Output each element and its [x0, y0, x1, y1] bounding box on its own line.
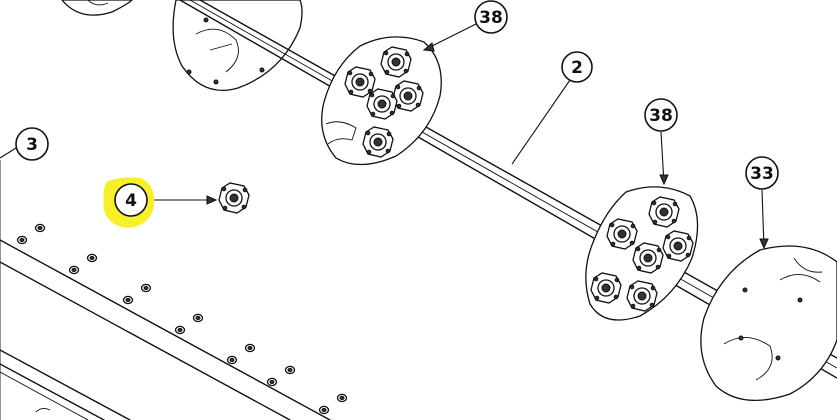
base-rail — [0, 160, 331, 420]
disc-top — [172, 0, 303, 92]
callout-label: 3 — [26, 135, 38, 155]
callout-4: 4 — [114, 183, 148, 217]
bearing-part-4 — [218, 182, 250, 214]
callout-33: 33 — [745, 156, 779, 190]
bolt — [86, 253, 98, 263]
hub-plate-upper — [321, 36, 442, 166]
bolt — [140, 283, 152, 293]
callout-3: 3 — [15, 127, 49, 161]
disc-right — [700, 245, 837, 402]
callout-label: 33 — [750, 164, 774, 184]
bolt — [174, 325, 186, 335]
bearing-7 — [606, 218, 638, 250]
callout-label: 38 — [479, 8, 503, 28]
hub-plate-lower — [585, 186, 699, 321]
bearing-10 — [590, 272, 622, 304]
bearing-4 — [366, 88, 398, 120]
bolt — [192, 313, 204, 323]
leader-lines — [0, 23, 769, 250]
bearing-8 — [662, 230, 694, 262]
callout-label: 2 — [571, 58, 583, 78]
bolt — [34, 223, 46, 233]
bearing-5 — [362, 126, 394, 158]
bolt — [68, 265, 80, 275]
bearing-6 — [648, 196, 680, 228]
callout-38-lower: 38 — [644, 98, 678, 132]
bolt — [226, 355, 238, 365]
callout-2: 2 — [561, 51, 593, 83]
bolt — [16, 235, 28, 245]
bearing-2 — [344, 66, 376, 98]
bearing-11 — [626, 280, 658, 312]
bolt — [266, 377, 278, 387]
disc-top-left — [61, 0, 133, 16]
bearing-9 — [632, 242, 664, 274]
callout-label: 38 — [649, 106, 673, 126]
bolt — [318, 405, 330, 415]
callout-38-upper: 38 — [474, 0, 508, 34]
bolt — [244, 343, 256, 353]
callout-label: 4 — [125, 191, 137, 211]
bolt — [336, 393, 348, 403]
bolt — [284, 365, 296, 375]
bolt — [122, 295, 134, 305]
bearing-3 — [392, 80, 424, 112]
bearing-1 — [380, 46, 412, 78]
